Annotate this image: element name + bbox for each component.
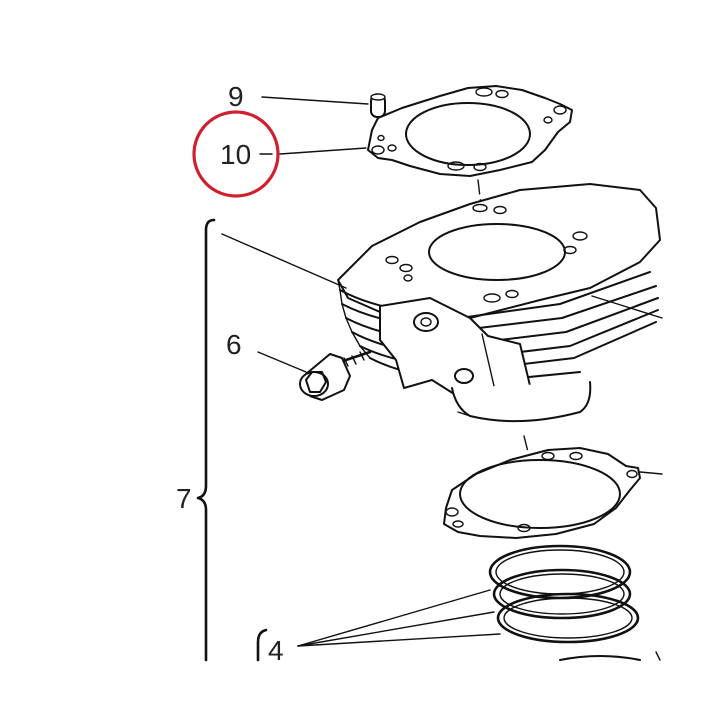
cylinder-nut-part[interactable] [299,350,372,401]
cylinder-part[interactable] [337,183,661,423]
callout-4[interactable]: 4 [268,635,284,666]
leader-line-right-lower [639,471,663,475]
leader-line-right-upper [591,295,663,319]
leader-line-10 [279,147,367,155]
base-gasket-part[interactable] [443,447,641,539]
leader-line-7-upper [221,233,347,289]
brace-4 [256,628,268,662]
callout-6[interactable]: 6 [226,329,242,360]
leader-line-9 [261,96,369,105]
brace-7 [196,218,216,662]
callout-9[interactable]: 9 [228,81,244,112]
head-gasket-part[interactable] [367,85,573,177]
callout-7[interactable]: 7 [176,483,192,514]
piston-edge-mark [655,651,661,661]
piston-top-part[interactable] [559,655,641,661]
callout-10[interactable]: 10 [220,139,251,170]
piston-rings-part[interactable] [488,544,640,644]
dowel-pin-part[interactable] [370,93,386,118]
leader-line-6 [257,351,307,373]
highlight-circle [192,110,280,198]
leader-line-4b [297,611,495,647]
leader-line-4a [297,589,491,647]
leader-line-4c [297,633,501,647]
